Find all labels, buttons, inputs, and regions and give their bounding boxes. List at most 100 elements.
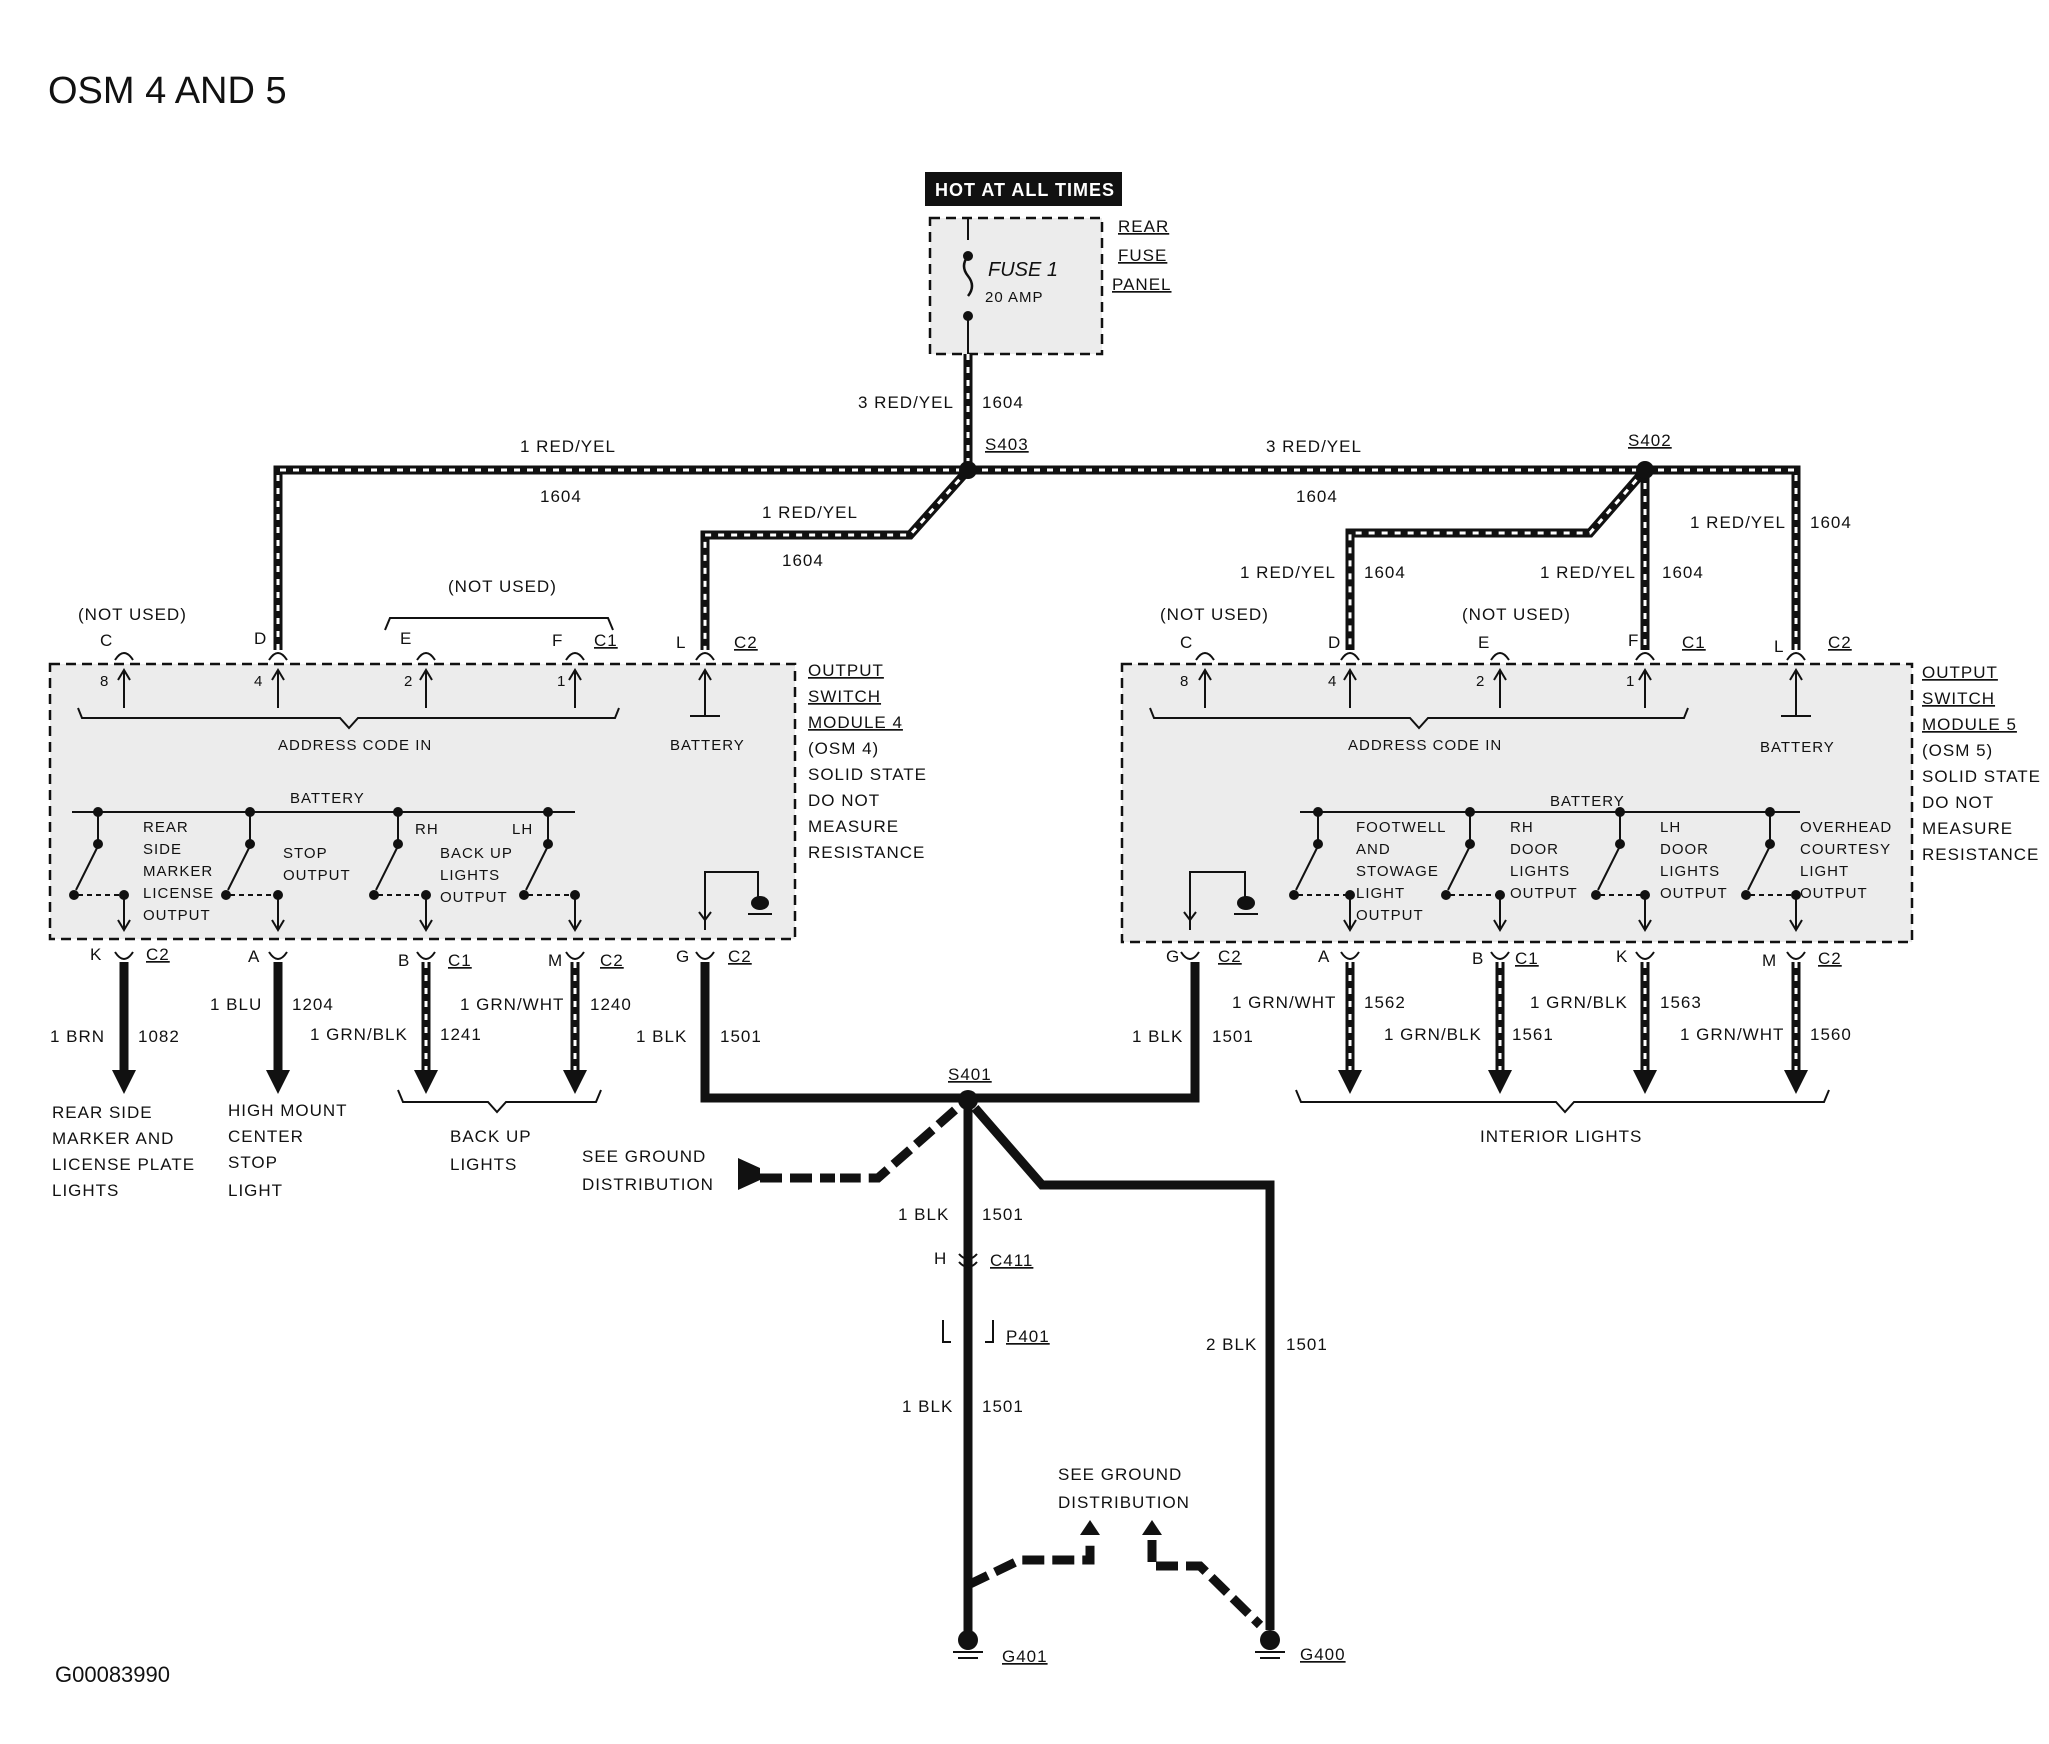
osm4-pin-e: E — [400, 629, 412, 648]
osm4-out-b-circuit: 1241 — [440, 1025, 482, 1044]
osm4-backup-l3: OUTPUT — [440, 889, 508, 906]
osm5-switches — [1183, 807, 1803, 932]
see-ground-2-l2: DISTRIBUTION — [1058, 1493, 1190, 1512]
osm5-out-b-color: 1 GRN/BLK — [1384, 1025, 1482, 1044]
osm4-label-5: SOLID STATE — [808, 765, 927, 784]
osm5-out-a: A — [1318, 947, 1330, 966]
right-wire-color: 3 RED/YEL — [1266, 437, 1362, 456]
osm4-sw1-l4: LICENSE — [143, 885, 214, 902]
osm5-l-wire-color: 1 RED/YEL — [1690, 513, 1786, 532]
c411-letter: H — [934, 1249, 947, 1268]
p401-label: P401 — [1006, 1327, 1050, 1346]
osm4-out-m-circuit: 1240 — [590, 995, 632, 1014]
osm5-out-g-conn: C2 — [1218, 947, 1242, 966]
c411-label: C411 — [990, 1251, 1033, 1270]
backup-load-2: LIGHTS — [450, 1155, 517, 1174]
ground-g401-icon — [958, 1630, 978, 1650]
feed-circuit: 1604 — [982, 393, 1024, 412]
osm5-module: (NOT USED) (NOT USED) C D E F C1 L C2 8 … — [1120, 605, 2040, 944]
osm5-out-k-circuit: 1563 — [1660, 993, 1702, 1012]
osm5-out-b-conn: C1 — [1515, 949, 1539, 968]
osm4-out-b-conn: C1 — [448, 951, 472, 970]
osm5-out-m-conn: C2 — [1818, 949, 1842, 968]
osm4-pin-d: D — [254, 629, 267, 648]
osm5-outputs: G C2 A B C1 K M C2 1 GRN/WHT 1562 1 GRN/… — [1166, 947, 1852, 1146]
osm4-battery-bus: BATTERY — [290, 790, 365, 807]
s401-label: S401 — [948, 1065, 992, 1084]
osm5-out-k-color: 1 GRN/BLK — [1530, 993, 1628, 1012]
osm5-pin-c: C — [1180, 633, 1193, 652]
figure-id: G00083990 — [55, 1662, 170, 1687]
osm4-sw2-l1: STOP — [283, 845, 328, 862]
osm5-battery-bus: BATTERY — [1550, 793, 1625, 810]
osm5-out-m: M — [1762, 951, 1777, 970]
osm4-l-wire-circuit: 1604 — [782, 551, 824, 570]
osm5-ground-circuit: 1501 — [1212, 1027, 1254, 1046]
osm5-battery-top: BATTERY — [1760, 739, 1835, 756]
osm5-out-m-circuit: 1560 — [1810, 1025, 1852, 1044]
osm5-sw1-l1: FOOTWELL — [1356, 819, 1447, 836]
osm5-label-3: MODULE 5 — [1922, 715, 2017, 734]
osm4-out-b: B — [398, 951, 410, 970]
osm5-sw2-l1: RH — [1510, 819, 1534, 836]
osm5-label-2: SWITCH — [1922, 689, 1995, 708]
osm5-pin-num-2: 2 — [1476, 673, 1485, 690]
osm5-sw4-l3: LIGHT — [1800, 863, 1849, 880]
osm4-label-8: RESISTANCE — [808, 843, 925, 862]
hot-at-all-times-banner — [925, 172, 1122, 206]
fuse-name: FUSE 1 — [988, 259, 1058, 281]
osm5-sw4-l4: OUTPUT — [1800, 885, 1868, 902]
osm4-backup-l2: LIGHTS — [440, 867, 500, 884]
osm5-label-6: DO NOT — [1922, 793, 1994, 812]
osm4-switches — [69, 807, 759, 932]
osm5-not-used-left: (NOT USED) — [1160, 605, 1269, 624]
osm4-pin-c: C — [100, 631, 113, 650]
osm5-sw1-l2: AND — [1356, 841, 1391, 858]
osm4-pin-l: L — [676, 633, 686, 652]
osm5-internal-ground-icon — [1237, 896, 1255, 910]
rear-side-load-1: REAR SIDE — [52, 1103, 153, 1122]
fuse-symbol — [962, 255, 974, 297]
osm4-sw3-l1: RH — [415, 821, 439, 838]
rear-side-load-4: LIGHTS — [52, 1181, 119, 1200]
osm5-out-k: K — [1616, 947, 1628, 966]
osm5-pin-num-8: 8 — [1180, 673, 1189, 690]
osm5-label-1: OUTPUT — [1922, 663, 1998, 682]
osm5-f-wire-color: 1 RED/YEL — [1540, 563, 1636, 582]
osm4-out-a-color: 1 BLU — [210, 995, 262, 1014]
osm4-sw4-l1: LH — [512, 821, 533, 838]
osm4-sw1-l1: REAR — [143, 819, 189, 836]
osm5-f-wire-circuit: 1604 — [1662, 563, 1704, 582]
right-ground-color: 2 BLK — [1206, 1335, 1257, 1354]
osm5-pin-num-1: 1 — [1626, 673, 1635, 690]
osm4-out-m-conn: C2 — [600, 951, 624, 970]
osm5-out-b-circuit: 1561 — [1512, 1025, 1554, 1044]
osm4-out-g: G — [676, 947, 690, 966]
osm4-out-b-color: 1 GRN/BLK — [310, 1025, 408, 1044]
hot-at-all-times-text: HOT AT ALL TIMES — [935, 180, 1115, 200]
osm4-out-k: K — [90, 945, 102, 964]
fuse-panel-label-3: PANEL — [1112, 275, 1172, 294]
osm5-l-wire-circuit: 1604 — [1810, 513, 1852, 532]
osm5-sw4-l1: OVERHEAD — [1800, 819, 1892, 836]
osm4-sw1-l5: OUTPUT — [143, 907, 211, 924]
high-mount-load-4: LIGHT — [228, 1181, 283, 1200]
osm4-label-2: SWITCH — [808, 687, 881, 706]
osm5-c1-top: C1 — [1682, 633, 1706, 652]
ground-g400-icon — [1260, 1630, 1280, 1650]
osm4-not-used-left: (NOT USED) — [78, 605, 187, 624]
osm4-ground-color: 1 BLK — [636, 1027, 687, 1046]
see-ground-1-l1: SEE GROUND — [582, 1147, 706, 1166]
osm5-sw3-l2: DOOR — [1660, 841, 1709, 858]
rear-side-load-2: MARKER AND — [52, 1129, 174, 1148]
osm4-pin-num-4: 4 — [254, 673, 263, 690]
osm5-d-wire-circuit: 1604 — [1364, 563, 1406, 582]
osm4-label-7: MEASURE — [808, 817, 899, 836]
s402-label: S402 — [1628, 431, 1672, 450]
osm4-label-3: MODULE 4 — [808, 713, 903, 732]
see-ground-2-l1: SEE GROUND — [1058, 1465, 1182, 1484]
ground-wires — [700, 962, 1275, 1640]
osm4-label-4: (OSM 4) — [808, 739, 879, 758]
osm4-not-used-mid: (NOT USED) — [448, 577, 557, 596]
osm4-out-k-conn: C2 — [146, 945, 170, 964]
